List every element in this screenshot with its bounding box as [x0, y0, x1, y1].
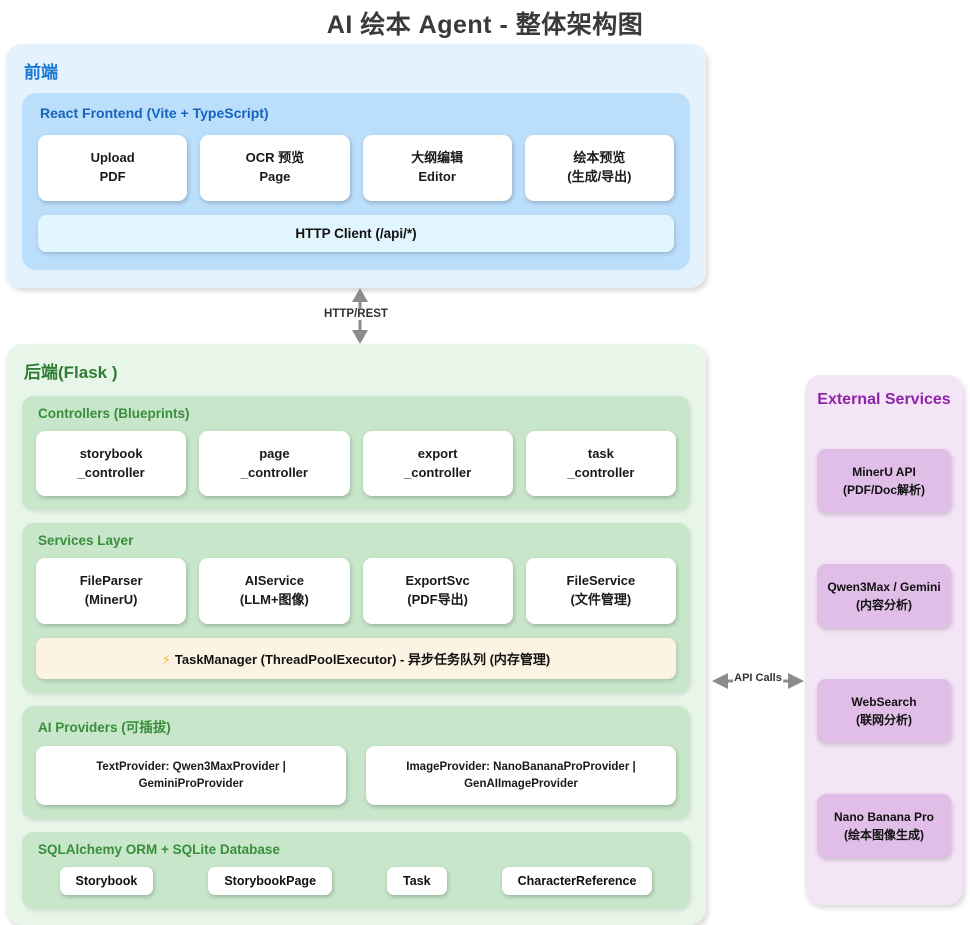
external-services-panel: External Services MinerU API (PDF/Doc解析)…	[805, 375, 963, 905]
card-line-2: (内容分析)	[856, 597, 912, 612]
react-frontend-label: React Frontend (Vite + TypeScript)	[40, 105, 269, 121]
external-services-title: External Services	[817, 391, 951, 408]
frontend-card-upload-pdf[interactable]: Upload PDF	[38, 135, 188, 201]
ai-providers-group: AI Providers (可插拔) TextProvider: Qwen3Ma…	[22, 706, 690, 820]
controllers-group: Controllers (Blueprints) storybook _cont…	[22, 395, 690, 511]
frontend-panel: 前端 React Frontend (Vite + TypeScript) Up…	[6, 44, 706, 288]
external-column: External Services MinerU API (PDF/Doc解析)…	[805, 375, 963, 905]
card-line-1: Qwen3Max / Gemini	[827, 579, 941, 594]
card-line-1: WebSearch	[851, 694, 917, 709]
card-line-2: (生成/导出)	[567, 168, 632, 184]
controllers-card-row: storybook _controller page _controller e…	[36, 430, 676, 497]
card-line-1: Upload	[90, 150, 135, 165]
card-line-1: ImageProvider: NanoBananaProProvider |	[406, 760, 636, 773]
card-line-2: (联网分析)	[856, 712, 912, 727]
card-line-1: 大纲编辑	[411, 150, 464, 165]
card-line-1: 绘本预览	[573, 150, 626, 165]
service-card-fileservice[interactable]: FileService (文件管理)	[525, 558, 676, 625]
card-line-2: (绘本图像生成)	[844, 827, 924, 842]
frontend-card-ocr-preview[interactable]: OCR 预览 Page	[200, 135, 350, 201]
api-calls-label: API Calls	[733, 672, 783, 684]
db-chip-characterreference[interactable]: CharacterReference	[501, 867, 653, 896]
card-line-2: _controller	[404, 464, 472, 480]
external-services-list: MinerU API (PDF/Doc解析) Qwen3Max / Gemini…	[817, 409, 951, 891]
card-line-1: storybook	[79, 445, 143, 461]
database-group: SQLAlchemy ORM + SQLite Database Storybo…	[22, 832, 690, 910]
backend-panel: 后端(Flask ) Controllers (Blueprints) stor…	[6, 343, 706, 925]
providers-card-row: TextProvider: Qwen3MaxProvider | GeminiP…	[36, 746, 676, 806]
card-line-1: Nano Banana Pro	[833, 809, 935, 824]
database-chip-row: Storybook StorybookPage Task CharacterRe…	[36, 867, 676, 896]
card-line-2: Editor	[418, 168, 456, 184]
card-line-2: (PDF导出)	[407, 592, 468, 608]
http-rest-connector: HTTP/REST	[6, 287, 706, 344]
card-line-2: _controller	[240, 464, 308, 480]
controller-card-page[interactable]: page _controller	[199, 430, 350, 497]
task-manager-bar: ⚡TaskManager (ThreadPoolExecutor) - 异步任务…	[36, 638, 676, 680]
task-manager-label: TaskManager (ThreadPoolExecutor) - 异步任务队…	[174, 652, 551, 668]
card-line-1: page	[259, 445, 290, 461]
card-line-2: _controller	[77, 464, 145, 480]
external-card-websearch[interactable]: WebSearch (联网分析)	[817, 678, 951, 743]
card-line-1: OCR 预览	[245, 150, 305, 165]
frontend-card-storybook-preview[interactable]: 绘本预览 (生成/导出)	[524, 135, 674, 201]
card-line-1: AIService	[244, 573, 304, 589]
provider-card-image[interactable]: ImageProvider: NanoBananaProProvider | G…	[366, 746, 676, 806]
card-line-1: FileService	[566, 573, 636, 589]
controller-card-storybook[interactable]: storybook _controller	[36, 430, 187, 497]
card-line-2: (文件管理)	[570, 592, 632, 608]
http-rest-label: HTTP/REST	[322, 307, 390, 320]
react-frontend-group: React Frontend (Vite + TypeScript) Uploa…	[22, 93, 690, 270]
card-line-2: Page	[259, 168, 291, 184]
services-layer-group: Services Layer FileParser (MinerU) AISer…	[22, 523, 690, 694]
page-title: AI 绘本 Agent - 整体架构图	[326, 11, 644, 39]
service-card-exportsvc[interactable]: ExportSvc (PDF导出)	[362, 558, 513, 625]
main-column: 前端 React Frontend (Vite + TypeScript) Up…	[6, 44, 706, 925]
services-layer-label: Services Layer	[38, 533, 134, 549]
external-card-mineru-api[interactable]: MinerU API (PDF/Doc解析)	[817, 448, 951, 513]
services-card-row: FileParser (MinerU) AIService (LLM+图像) E…	[36, 558, 676, 625]
architecture-diagram-canvas: 前端 React Frontend (Vite + TypeScript) Up…	[0, 44, 970, 925]
card-line-1: FileParser	[79, 573, 143, 589]
card-line-2: (LLM+图像)	[239, 592, 309, 608]
card-line-1: task	[587, 445, 614, 461]
card-line-2: PDF	[99, 168, 126, 184]
db-chip-storybook[interactable]: Storybook	[59, 867, 154, 896]
frontend-panel-title: 前端	[24, 63, 58, 82]
card-line-2: (PDF/Doc解析)	[843, 482, 925, 497]
service-card-aiservice[interactable]: AIService (LLM+图像)	[199, 558, 350, 625]
provider-card-text[interactable]: TextProvider: Qwen3MaxProvider | GeminiP…	[36, 746, 346, 806]
db-chip-task[interactable]: Task	[387, 867, 447, 896]
card-line-1: export	[417, 445, 458, 461]
bolt-icon: ⚡	[161, 652, 171, 668]
api-calls-connector: API Calls	[712, 664, 804, 698]
card-line-1: TextProvider: Qwen3MaxProvider |	[96, 760, 286, 773]
card-line-1: ExportSvc	[405, 573, 470, 589]
card-line-1: MinerU API	[852, 464, 916, 479]
db-chip-storybookpage[interactable]: StorybookPage	[208, 867, 333, 896]
card-line-2: _controller	[567, 464, 635, 480]
card-line-2: GeminiProProvider	[138, 777, 244, 790]
controllers-label: Controllers (Blueprints)	[38, 405, 190, 421]
frontend-card-outline-editor[interactable]: 大纲编辑 Editor	[362, 135, 512, 201]
service-card-fileparser[interactable]: FileParser (MinerU)	[36, 558, 187, 625]
card-line-2: (MinerU)	[84, 592, 138, 608]
external-card-qwen-gemini[interactable]: Qwen3Max / Gemini (内容分析)	[817, 563, 951, 628]
external-card-nano-banana-pro[interactable]: Nano Banana Pro (绘本图像生成)	[817, 793, 951, 858]
database-label: SQLAlchemy ORM + SQLite Database	[38, 842, 280, 858]
backend-panel-title: 后端(Flask )	[24, 362, 118, 382]
frontend-card-row: Upload PDF OCR 预览 Page 大纲编辑 Editor 绘本预览 …	[38, 135, 674, 201]
ai-providers-label: AI Providers (可插拔)	[38, 720, 171, 736]
card-line-2: GenAIImageProvider	[464, 777, 578, 790]
controller-card-export[interactable]: export _controller	[362, 430, 513, 497]
http-client-bar: HTTP Client (/api/*)	[38, 214, 674, 252]
controller-card-task[interactable]: task _controller	[525, 430, 676, 497]
